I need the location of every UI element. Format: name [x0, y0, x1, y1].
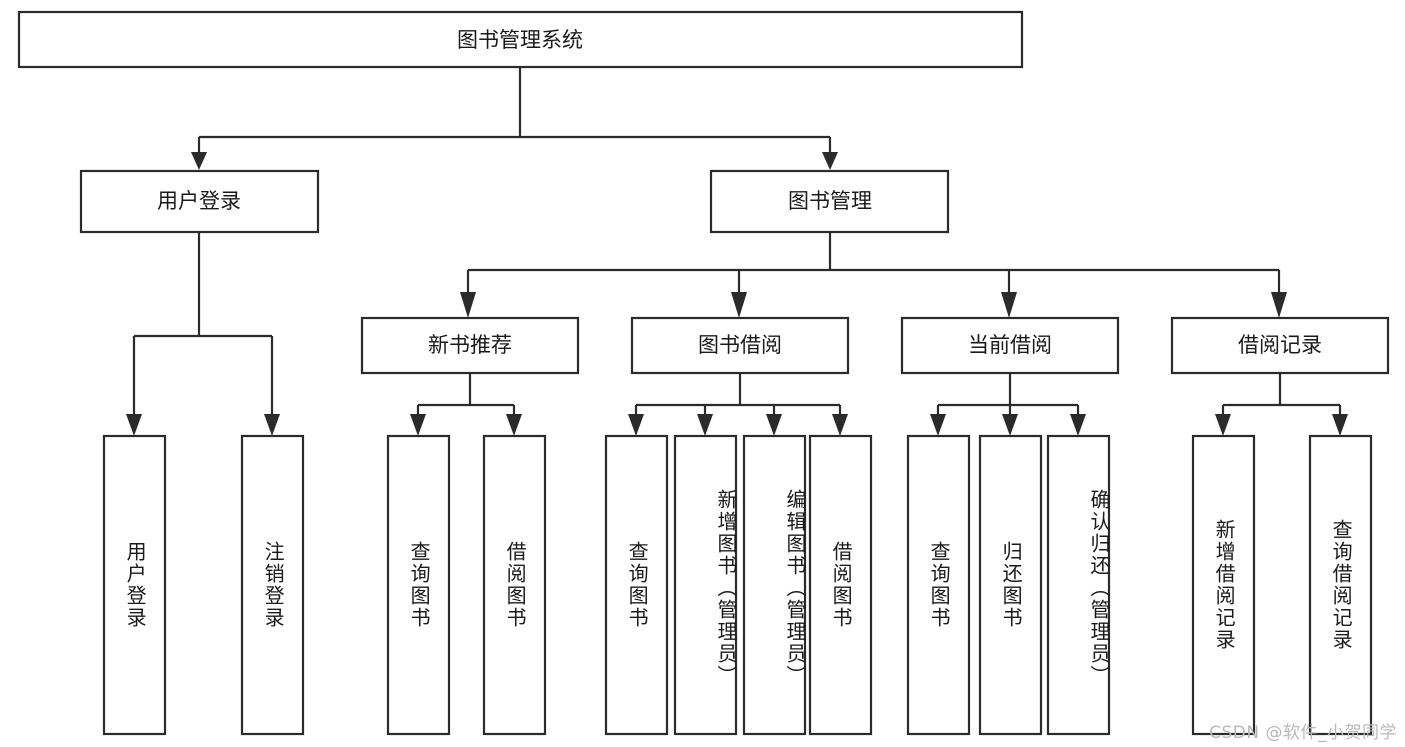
- arrow-head-bb-leaf-4: [832, 414, 848, 436]
- arrow-head-cb-leaf-1: [930, 414, 946, 436]
- node-user-login-box: [79, 169, 320, 234]
- node-book-borrow[interactable]: 图书借阅: [630, 316, 850, 375]
- node-root-label: 图书管理系统: [457, 28, 583, 52]
- node-user-login[interactable]: 用户登录: [79, 169, 320, 234]
- node-root-box: [17, 10, 1024, 69]
- node-borrow-record-label: 借阅记录: [1238, 333, 1322, 357]
- leaf-box-bb-add-book[interactable]: [673, 434, 738, 736]
- arrow-head-nb-leaf-1: [410, 414, 426, 436]
- connector-user-login-to-leaves: [126, 232, 280, 436]
- node-book-manage[interactable]: 图书管理: [709, 169, 950, 234]
- arrow-head-cb-leaf-3: [1070, 414, 1086, 436]
- leaf-box-bb-edit-book[interactable]: [742, 434, 807, 736]
- arrow-head-br-leaf-1: [1215, 414, 1231, 436]
- arrow-head-leaf-logout: [264, 414, 280, 436]
- arrow-head-current-borrow: [1001, 292, 1017, 318]
- connector-root-to-level2: [191, 67, 838, 170]
- arrow-head-book-manage: [822, 152, 838, 170]
- leaf-box-logout[interactable]: [240, 434, 305, 736]
- leaf-box-cb-query-book[interactable]: [906, 434, 971, 736]
- leaf-box-bb-borrow-book[interactable]: [808, 434, 873, 736]
- arrow-head-bb-leaf-1: [628, 414, 644, 436]
- arrow-head-br-leaf-2: [1332, 414, 1348, 436]
- leaf-box-bb-query-book[interactable]: [604, 434, 669, 736]
- node-borrow-record-box: [1170, 316, 1390, 375]
- node-current-borrow-box: [900, 316, 1120, 375]
- leaf-box-br-add-record[interactable]: [1191, 434, 1256, 736]
- arrow-head-cb-leaf-2: [1002, 414, 1018, 436]
- node-new-book-recommend[interactable]: 新书推荐: [360, 316, 580, 375]
- connector-borrow-record-to-leaves: [1215, 373, 1348, 436]
- leaf-box-cb-confirm-return[interactable]: [1046, 434, 1111, 736]
- node-current-borrow[interactable]: 当前借阅: [900, 316, 1120, 375]
- arrow-head-bb-leaf-2: [697, 414, 713, 436]
- node-borrow-record[interactable]: 借阅记录: [1170, 316, 1390, 375]
- connector-new-book-to-leaves: [410, 373, 522, 436]
- leaf-boxes: [102, 434, 1373, 736]
- arrow-head-bb-leaf-3: [766, 414, 782, 436]
- arrow-head-book-borrow: [731, 292, 747, 318]
- arrow-head-borrow-record: [1271, 292, 1287, 318]
- arrow-head-leaf-user-login: [126, 414, 142, 436]
- connector-book-manage-to-level3: [460, 232, 1287, 318]
- node-book-manage-box: [709, 169, 950, 234]
- leaf-box-nb-borrow-book[interactable]: [482, 434, 547, 736]
- node-book-manage-label: 图书管理: [788, 189, 872, 213]
- leaf-box-user-login[interactable]: [102, 434, 167, 736]
- arrow-head-user-login: [191, 152, 207, 170]
- node-new-book-recommend-box: [360, 316, 580, 375]
- connector-book-borrow-to-leaves: [628, 373, 848, 436]
- watermark: CSDN @软件_小贺同学: [1209, 723, 1397, 743]
- node-user-login-label: 用户登录: [157, 189, 241, 213]
- leaf-box-br-query-record[interactable]: [1308, 434, 1373, 736]
- node-current-borrow-label: 当前借阅: [968, 333, 1052, 357]
- connector-current-borrow-to-leaves: [930, 373, 1086, 436]
- node-new-book-recommend-label: 新书推荐: [428, 333, 512, 357]
- node-root[interactable]: 图书管理系统: [17, 10, 1024, 69]
- leaf-box-nb-query-book[interactable]: [386, 434, 451, 736]
- leaf-box-cb-return-book[interactable]: [978, 434, 1043, 736]
- node-book-borrow-box: [630, 316, 850, 375]
- arrow-head-nb-leaf-2: [506, 414, 522, 436]
- node-book-borrow-label: 图书借阅: [698, 333, 782, 357]
- arrow-head-new-book: [460, 292, 476, 318]
